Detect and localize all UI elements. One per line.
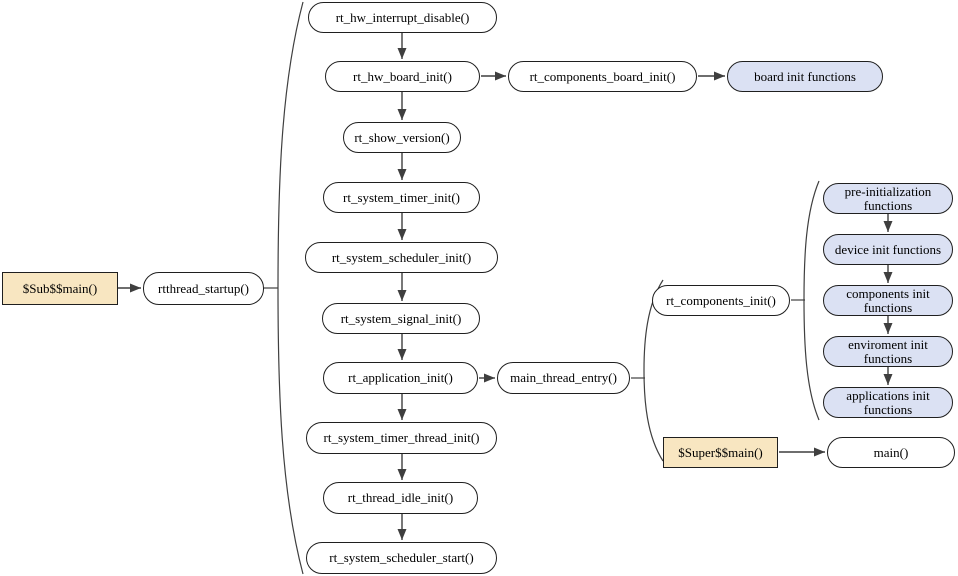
brace-components-init-children xyxy=(803,180,820,421)
node-applications-init-functions: applications init functions xyxy=(823,387,953,418)
node-hw-board-init: rt_hw_board_init() xyxy=(325,61,480,92)
node-system-timer-thread-init: rt_system_timer_thread_init() xyxy=(306,422,497,454)
node-main: main() xyxy=(827,437,955,468)
node-board-init-functions: board init functions xyxy=(727,61,883,92)
node-components-board-init: rt_components_board_init() xyxy=(508,61,697,92)
node-system-scheduler-init: rt_system_scheduler_init() xyxy=(305,242,498,273)
node-system-signal-init: rt_system_signal_init() xyxy=(322,303,480,334)
node-sub-main: $Sub$$main() xyxy=(2,272,118,305)
node-application-init: rt_application_init() xyxy=(323,362,478,394)
node-device-init-functions: device init functions xyxy=(823,234,953,265)
brace-main-thread-children xyxy=(643,279,664,462)
node-super-main: $Super$$main() xyxy=(663,437,778,468)
brace-startup-steps xyxy=(277,1,304,575)
node-components-init: rt_components_init() xyxy=(652,285,790,316)
node-system-timer-init: rt_system_timer_init() xyxy=(323,182,480,213)
node-components-init-functions: components init functions xyxy=(823,285,953,316)
node-main-thread-entry: main_thread_entry() xyxy=(497,362,630,394)
node-enviroment-init-functions: enviroment init functions xyxy=(823,336,953,367)
node-pre-initialization-functions: pre-initialization functions xyxy=(823,183,953,214)
node-rtthread-startup: rtthread_startup() xyxy=(143,272,264,305)
node-system-scheduler-start: rt_system_scheduler_start() xyxy=(306,542,497,574)
node-show-version: rt_show_version() xyxy=(343,122,461,153)
node-hw-interrupt-disable: rt_hw_interrupt_disable() xyxy=(308,2,497,33)
node-thread-idle-init: rt_thread_idle_init() xyxy=(323,482,478,514)
